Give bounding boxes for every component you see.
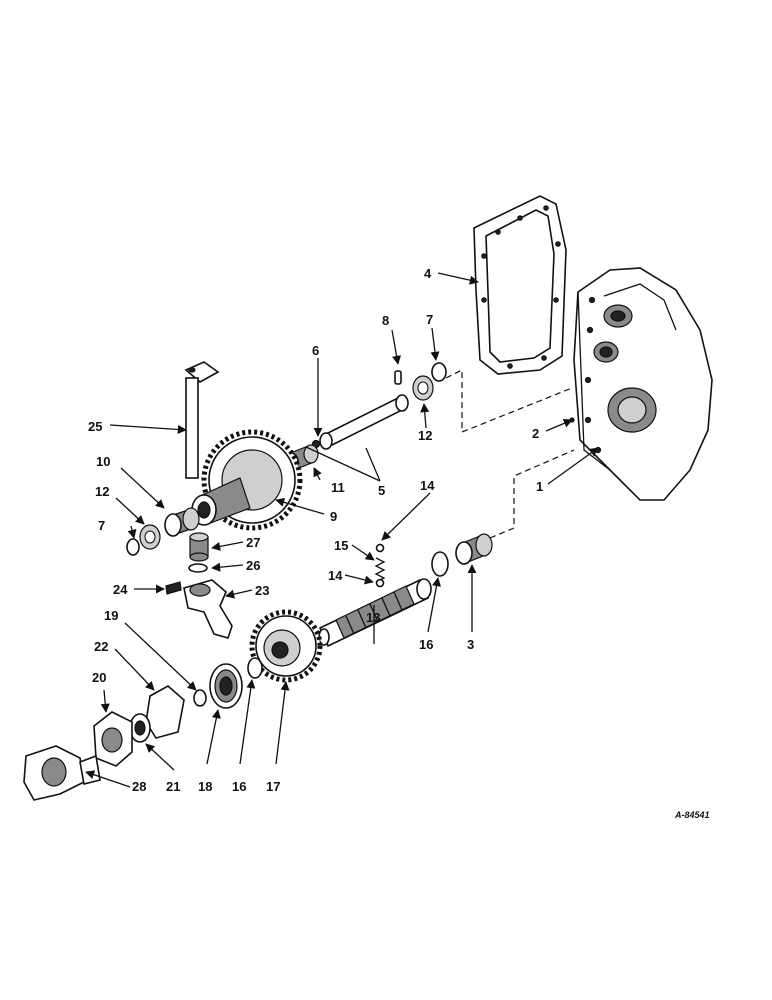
callout-7-lower: 7 [98, 518, 105, 533]
washer-part-12-upper [412, 375, 434, 401]
callout-26: 26 [246, 558, 260, 573]
callout-21: 21 [166, 779, 180, 794]
callout-28: 28 [132, 779, 146, 794]
callout-1: 1 [536, 479, 543, 494]
ball-part-14-upper [375, 543, 385, 553]
callout-7-upper: 7 [426, 312, 433, 327]
shift-rod-part-25 [184, 361, 220, 479]
callout-8: 8 [382, 313, 389, 328]
callout-labels: 1 2 3 4 5 6 7 7 8 9 10 11 12 12 13 14 14… [88, 266, 710, 820]
callout-9: 9 [330, 509, 337, 524]
callout-16-lower: 16 [232, 779, 246, 794]
callout-24: 24 [113, 582, 128, 597]
shift-fork-part-23 [183, 579, 233, 639]
callout-5: 5 [378, 483, 385, 498]
snap-ring-part-19 [193, 689, 207, 707]
o-ring-part-26 [188, 563, 208, 573]
callout-6: 6 [312, 343, 319, 358]
callout-10: 10 [96, 454, 110, 469]
callout-18: 18 [198, 779, 212, 794]
callout-4: 4 [424, 266, 432, 281]
callout-27: 27 [246, 535, 260, 550]
drawing-code: A-84541 [674, 810, 710, 820]
callout-17: 17 [266, 779, 280, 794]
callout-14-upper: 14 [420, 478, 435, 493]
callout-13: 13 [366, 610, 380, 625]
callout-20: 20 [92, 670, 106, 685]
gear-part-17 [249, 609, 323, 683]
ball-bearing-part-18 [209, 663, 243, 709]
callout-11: 11 [331, 480, 345, 495]
callout-15: 15 [334, 538, 348, 553]
alignment-lines [445, 369, 575, 539]
shaft-part-5 [319, 394, 409, 450]
ball-part-14-lower [375, 578, 385, 588]
callout-14-lower: 14 [328, 568, 343, 583]
housing-part-1 [569, 267, 713, 501]
snap-ring-part-7-upper [431, 362, 447, 382]
bearing-part-10 [164, 507, 200, 537]
callout-22: 22 [94, 639, 108, 654]
callout-2: 2 [532, 426, 539, 441]
callout-12-upper: 12 [418, 428, 432, 443]
retainer-part-20 [93, 711, 133, 767]
snap-ring-part-16-lower [247, 657, 263, 679]
pin-part-8 [394, 370, 402, 385]
callout-23: 23 [255, 583, 269, 598]
callout-19: 19 [104, 608, 118, 623]
snap-ring-part-16-upper [431, 551, 449, 577]
leader-lines [85, 272, 599, 788]
cluster-gear-part-9 [191, 429, 303, 531]
gasket-part-4 [473, 195, 567, 375]
spring-part-15 [374, 557, 386, 583]
set-screw-part-24 [165, 581, 182, 595]
callout-16-upper: 16 [419, 637, 433, 652]
snap-ring-part-7-lower [126, 538, 140, 556]
callout-3: 3 [467, 637, 474, 652]
gasket-part-22 [145, 685, 185, 739]
callout-25: 25 [88, 419, 102, 434]
needle-bearing-part-3 [455, 533, 493, 565]
callout-12-lower: 12 [95, 484, 109, 499]
washer-part-12-lower [139, 524, 161, 550]
yoke-part-28 [23, 745, 101, 801]
bushing-part-27 [189, 532, 209, 562]
seal-part-21 [129, 713, 151, 743]
